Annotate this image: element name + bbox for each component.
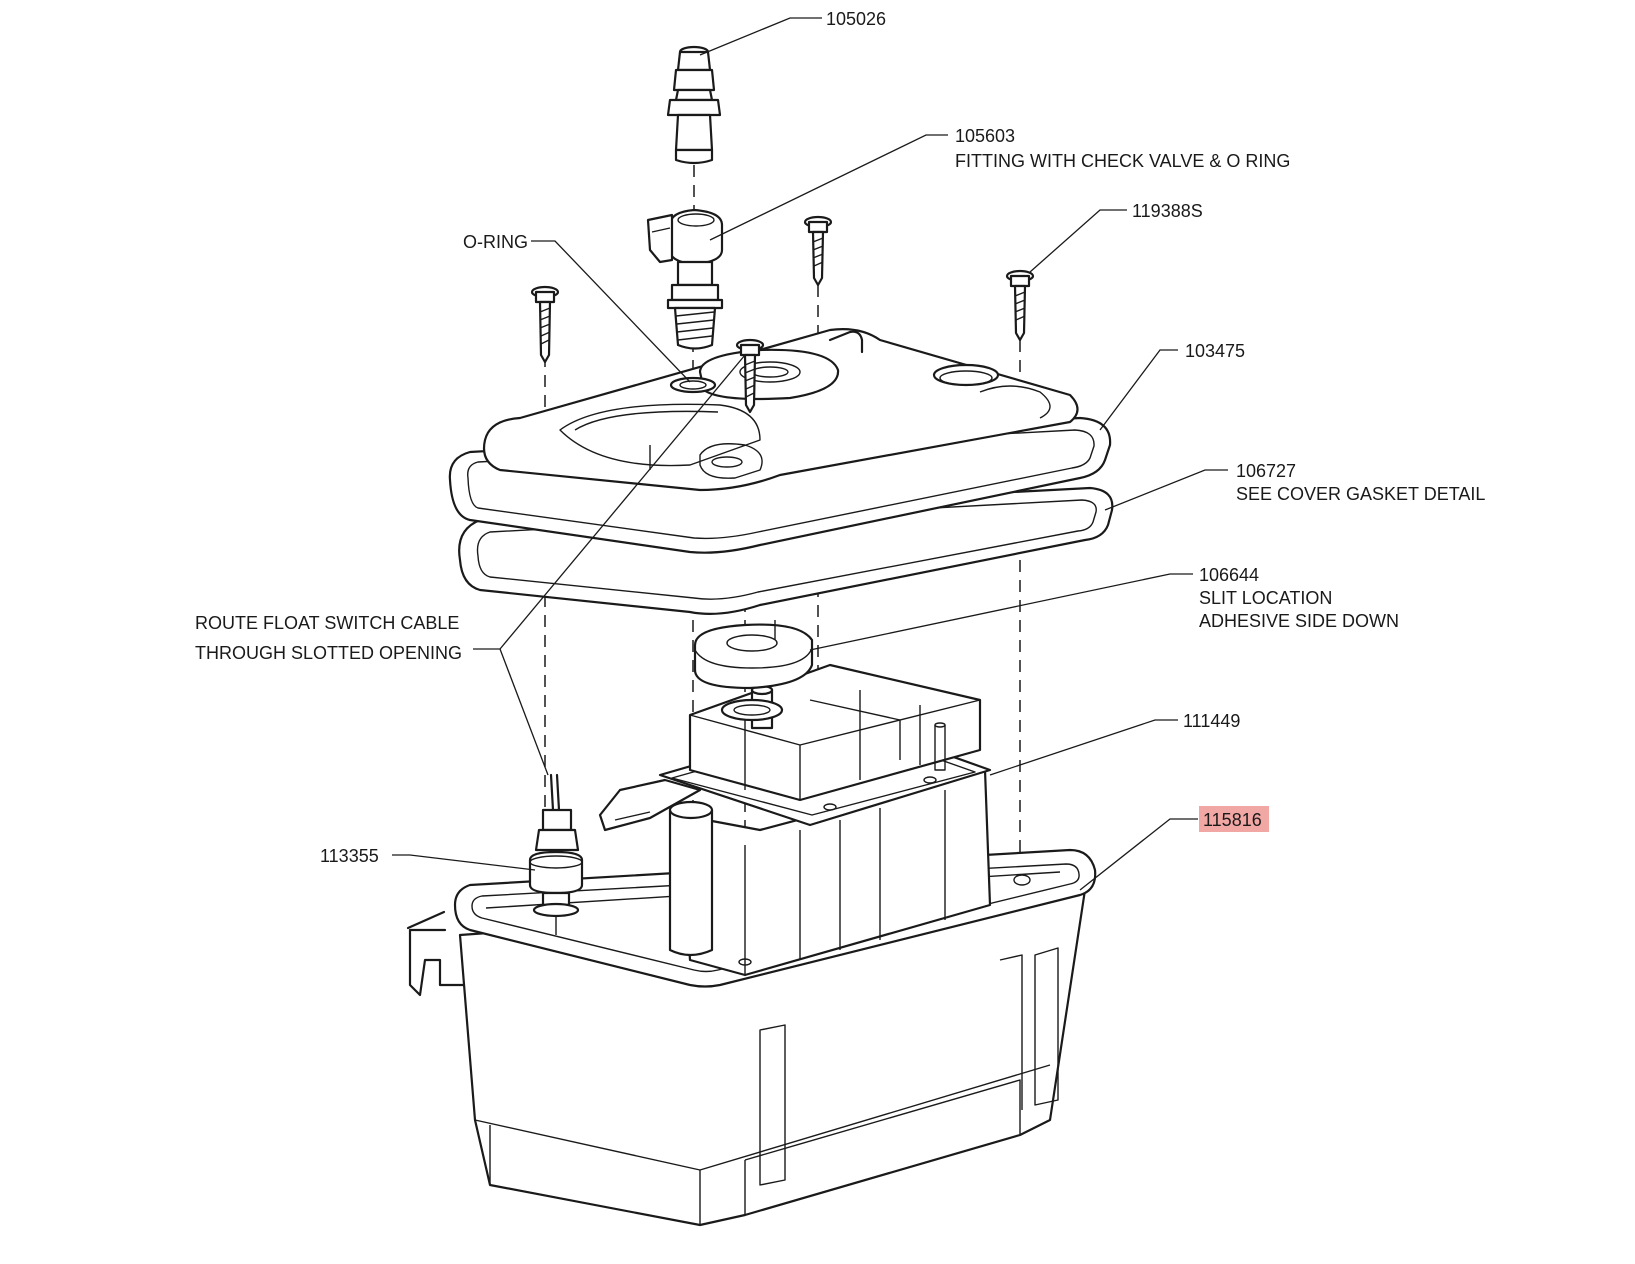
screws-part (530, 215, 1035, 414)
highlight-115816 (1199, 806, 1269, 832)
label-115816: 115816 (1203, 810, 1262, 830)
label-o-ring: O-RING (463, 232, 528, 252)
screw-left (530, 285, 560, 364)
callout-labels: 105026 105603 FITTING WITH CHECK VALVE &… (195, 9, 1485, 866)
screw-right (1005, 269, 1035, 342)
screw-mid (803, 215, 833, 287)
label-105603-desc: FITTING WITH CHECK VALVE & O RING (955, 151, 1290, 171)
label-106644-desc1: SLIT LOCATION (1199, 588, 1332, 608)
seal-part (693, 620, 814, 690)
pump-module-part (598, 663, 992, 977)
barb-fitting-part (666, 45, 722, 165)
label-106644: 106644 (1199, 565, 1259, 585)
cover-part (448, 328, 1112, 554)
label-route-2: THROUGH SLOTTED OPENING (195, 643, 462, 663)
screw-center (735, 338, 765, 414)
check-valve-fitting-part (646, 208, 724, 350)
label-106727-desc: SEE COVER GASKET DETAIL (1236, 484, 1485, 504)
leader-lines (392, 17, 1228, 891)
label-105603: 105603 (955, 126, 1015, 146)
label-106644-desc2: ADHESIVE SIDE DOWN (1199, 611, 1399, 631)
label-route-1: ROUTE FLOAT SWITCH CABLE (195, 613, 459, 633)
float-switch-part (528, 773, 584, 935)
label-111449: 111449 (1183, 711, 1240, 731)
label-103475: 103475 (1185, 341, 1245, 361)
label-119388s: 119388S (1132, 201, 1203, 221)
label-106727: 106727 (1236, 461, 1296, 481)
label-105026: 105026 (826, 9, 886, 29)
label-113355: 113355 (320, 846, 379, 866)
